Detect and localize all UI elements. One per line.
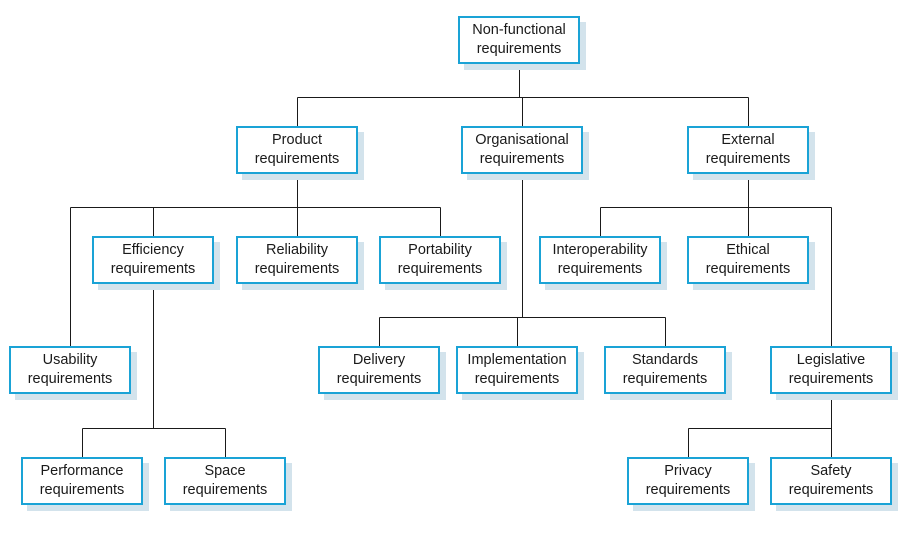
node-box: External requirements [687,126,809,174]
node-box: Reliability requirements [236,236,358,284]
node-standards-requirements: Standards requirements [604,346,732,400]
node-product-requirements: Product requirements [236,126,364,180]
node-label-line-2: requirements [705,261,791,277]
node-label-line-1: Implementation [467,352,567,368]
node-efficiency-requirements: Efficiency requirements [92,236,220,290]
node-box: Standards requirements [604,346,726,394]
node-label-line-2: requirements [254,151,340,167]
node-label-line-2: requirements [474,371,560,387]
node-label-line-2: requirements [705,151,791,167]
node-organisational-requirements: Organisational requirements [461,126,589,180]
node-box: Non-functional requirements [458,16,580,64]
node-ethical-requirements: Ethical requirements [687,236,815,290]
node-label-line-1: Reliability [265,242,329,258]
node-usability-requirements: Usability requirements [9,346,137,400]
node-portability-requirements: Portability requirements [379,236,507,290]
node-label-line-2: requirements [788,371,874,387]
node-label-line-2: requirements [397,261,483,277]
node-legislative-requirements: Legislative requirements [770,346,898,400]
node-box: Ethical requirements [687,236,809,284]
node-label-line-2: requirements [110,261,196,277]
node-label-line-2: requirements [622,371,708,387]
node-box: Interoperability requirements [539,236,661,284]
node-label-line-2: requirements [479,151,565,167]
node-label-line-2: requirements [788,482,874,498]
node-label-line-1: Non-functional [472,22,566,38]
node-box: Legislative requirements [770,346,892,394]
node-nonfunctional-requirements: Non-functional requirements [458,16,586,70]
node-label-line-2: requirements [645,482,731,498]
node-label-line-2: requirements [254,261,340,277]
node-implementation-requirements: Implementation requirements [456,346,584,400]
node-label-line-1: Ethical [726,242,770,258]
node-label-line-2: requirements [27,371,113,387]
node-label-line-2: requirements [336,371,422,387]
node-label-line-1: Product [272,132,322,148]
node-box: Organisational requirements [461,126,583,174]
node-external-requirements: External requirements [687,126,815,180]
node-label-line-1: Usability [42,352,98,368]
node-box: Safety requirements [770,457,892,505]
node-box: Product requirements [236,126,358,174]
node-label-line-1: Efficiency [122,242,184,258]
node-safety-requirements: Safety requirements [770,457,898,511]
node-box: Usability requirements [9,346,131,394]
node-box: Implementation requirements [456,346,578,394]
node-label-line-1: Organisational [475,132,569,148]
node-box: Efficiency requirements [92,236,214,284]
node-label-line-1: Delivery [352,352,406,368]
node-box: Space requirements [164,457,286,505]
node-label-line-2: requirements [182,482,268,498]
node-performance-requirements: Performance requirements [21,457,149,511]
node-label-line-1: Performance [40,463,124,479]
node-box: Delivery requirements [318,346,440,394]
node-label-line-1: Interoperability [552,242,648,258]
node-reliability-requirements: Reliability requirements [236,236,364,290]
node-label-line-1: Safety [810,463,852,479]
node-label-line-1: Space [204,463,246,479]
node-space-requirements: Space requirements [164,457,292,511]
node-label-line-1: Legislative [796,352,866,368]
node-label-line-1: Privacy [664,463,712,479]
node-label-line-2: requirements [476,41,562,57]
node-box: Portability requirements [379,236,501,284]
node-label-line-1: Portability [408,242,472,258]
node-label-line-1: Standards [631,352,699,368]
node-label-line-1: External [721,132,775,148]
node-label-line-2: requirements [557,261,643,277]
node-box: Performance requirements [21,457,143,505]
node-privacy-requirements: Privacy requirements [627,457,755,511]
node-interoperability-requirements: Interoperability requirements [539,236,667,290]
node-label-line-2: requirements [39,482,125,498]
node-box: Privacy requirements [627,457,749,505]
node-delivery-requirements: Delivery requirements [318,346,446,400]
